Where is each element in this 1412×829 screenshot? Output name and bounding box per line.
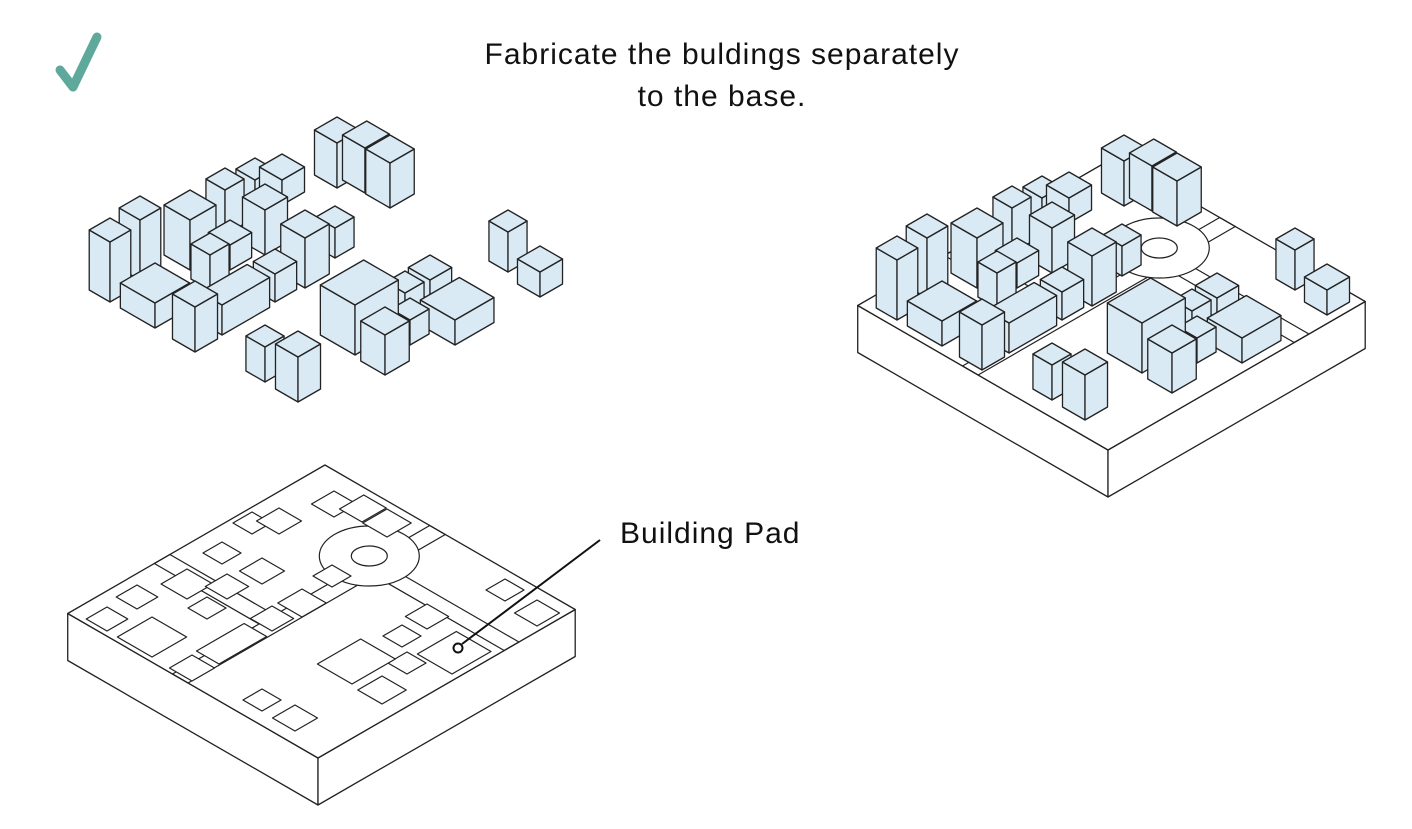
diagram-title: Fabricate the buldings separately to the… [372, 34, 1072, 118]
box-top-face [118, 195, 162, 221]
roundabout-island [350, 545, 388, 567]
building-block [365, 134, 415, 209]
building-block [1067, 227, 1117, 307]
building-pad [387, 651, 427, 675]
box-top-face [163, 189, 217, 221]
box-top-face [341, 120, 390, 149]
building-pad [116, 616, 188, 658]
box-top-face [1206, 294, 1282, 339]
building-block [171, 280, 219, 353]
building-pad [160, 568, 214, 600]
building-pad [362, 508, 412, 538]
building-block [274, 330, 322, 403]
box-top-face [190, 232, 230, 256]
box-top-face [1106, 277, 1186, 324]
box-top-face [1303, 263, 1351, 291]
building-pad [271, 704, 319, 732]
building-pad [513, 599, 561, 627]
building-block [1275, 227, 1315, 291]
box-top-face [1061, 348, 1109, 376]
building-pad [115, 584, 159, 610]
building-pad [338, 494, 387, 523]
building-pad [416, 630, 492, 675]
box-top-face [245, 324, 285, 348]
box-top-face [906, 280, 978, 322]
title-line-2: to the base. [637, 80, 807, 113]
building-block [241, 183, 289, 256]
box-top-face [1039, 266, 1085, 293]
box-top-face [252, 248, 298, 275]
box-top-face [488, 209, 528, 233]
building-pad [238, 557, 286, 585]
building-block [1061, 348, 1109, 421]
building-block [516, 245, 564, 298]
building-pad [485, 578, 525, 602]
building-block [1152, 152, 1202, 227]
base-plate [67, 464, 576, 806]
building-pad [204, 573, 250, 600]
box-top-face [365, 134, 415, 164]
assembled-model [857, 134, 1366, 498]
building-block [360, 306, 410, 376]
box-top-face [992, 185, 1032, 209]
box-top-face [88, 217, 132, 243]
box-top-face [1028, 201, 1076, 229]
building-pad [255, 507, 303, 535]
building-pad [195, 622, 268, 665]
box-top-face [258, 153, 306, 181]
title-line-1: Fabricate the buldings separately [484, 38, 960, 71]
box-top-face [1128, 138, 1177, 167]
box-top-face [875, 235, 919, 261]
box-top-face [280, 209, 330, 239]
building-pad [202, 541, 242, 565]
roundabout-island [1140, 237, 1178, 259]
floating-buildings [88, 116, 564, 403]
base-with-pads [67, 464, 576, 806]
building-block [488, 209, 528, 273]
box-top-face [419, 276, 495, 321]
box-top-face [958, 298, 1006, 326]
building-pad [357, 675, 407, 705]
building-pad [312, 564, 352, 588]
building-block [875, 235, 919, 321]
box-top-face [950, 207, 1004, 239]
box-top-face [1067, 227, 1117, 257]
box-top-face [407, 254, 453, 281]
building-pad [85, 606, 129, 632]
box-top-face [1194, 272, 1240, 299]
building-block [1147, 324, 1197, 394]
box-top-face [205, 167, 245, 191]
box-top-face [360, 306, 410, 336]
building-pad [404, 603, 450, 630]
box-top-face [1275, 227, 1315, 251]
box-top-face [241, 183, 289, 211]
building-pad [187, 596, 227, 620]
building-pad [382, 624, 422, 648]
building-block [1303, 263, 1351, 316]
box-top-face [977, 250, 1017, 274]
checkmark-icon [55, 32, 102, 92]
box-top-face [1032, 342, 1072, 366]
building-pad-leader [452, 539, 601, 654]
box-top-face [1152, 152, 1202, 182]
box-top-face [171, 280, 219, 308]
building-pad [249, 605, 295, 632]
building-block [958, 298, 1006, 371]
box-top-face [905, 213, 949, 239]
box-top-face [1045, 171, 1093, 199]
box-top-face [319, 259, 399, 306]
box-top-face [67, 464, 576, 759]
building-pad [316, 638, 396, 685]
building-pad [168, 654, 216, 682]
box-top-face [119, 262, 191, 304]
building-pad [242, 688, 282, 712]
box-top-face [516, 245, 564, 273]
building-pad-label: Building Pad [620, 517, 801, 550]
box-top-face [1147, 324, 1197, 354]
box-top-face [274, 330, 322, 358]
building-pad [277, 588, 327, 618]
